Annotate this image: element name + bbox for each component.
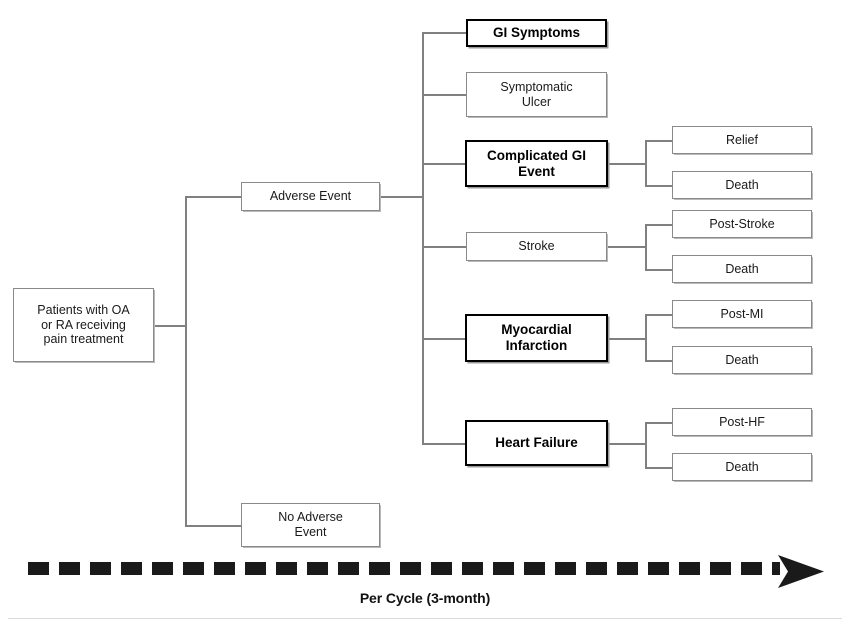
node-label: Death	[725, 261, 759, 276]
node-label: Death	[725, 352, 759, 367]
timeline-arrow	[28, 555, 824, 588]
node-adverse-event[interactable]: Adverse Event	[241, 182, 380, 211]
connector-hf-stub	[607, 443, 647, 445]
connector-cgi-to-death	[645, 185, 673, 187]
node-label: Adverse Event	[269, 189, 352, 204]
connector-to-myocardial-infarction	[422, 338, 466, 340]
connector-mi-to-death	[645, 360, 673, 362]
connector-hf-trunk	[645, 422, 647, 468]
node-hf-death[interactable]: Death	[672, 453, 812, 481]
connector-hf-to-post-hf	[645, 422, 673, 424]
connector-mi-trunk	[645, 314, 647, 362]
node-label: Heart Failure	[495, 435, 578, 451]
node-myocardial-infarction[interactable]: Myocardial Infarction	[465, 314, 608, 362]
node-relief[interactable]: Relief	[672, 126, 812, 154]
footer-divider	[8, 618, 842, 619]
node-stroke-death[interactable]: Death	[672, 255, 812, 283]
connector-to-stroke	[422, 246, 467, 248]
node-label: Death	[725, 459, 759, 474]
connector-adverse-event-stub	[379, 196, 424, 198]
connector-stroke-stub	[607, 246, 647, 248]
connector-root-stub	[154, 325, 187, 327]
node-post-stroke[interactable]: Post-Stroke	[672, 210, 812, 238]
node-label: Patients with OA or RA receiving pain tr…	[37, 302, 130, 347]
connector-stroke-to-post-stroke	[645, 224, 673, 226]
connector-hf-to-death	[645, 467, 673, 469]
connector-to-heart-failure	[422, 443, 466, 445]
connector-mi-to-post-mi	[645, 314, 673, 316]
node-symptomatic-ulcer[interactable]: Symptomatic Ulcer	[466, 72, 607, 117]
node-patients-root[interactable]: Patients with OA or RA receiving pain tr…	[13, 288, 154, 362]
node-post-mi[interactable]: Post-MI	[672, 300, 812, 328]
node-label: Death	[725, 177, 759, 192]
connector-to-gi-symptoms	[422, 32, 467, 34]
timeline-caption: Per Cycle (3-month)	[359, 590, 491, 606]
connector-to-adverse-event	[185, 196, 242, 198]
node-no-adverse-event[interactable]: No Adverse Event	[241, 503, 380, 547]
connector-to-complicated-gi-event	[422, 163, 466, 165]
node-label: Myocardial Infarction	[501, 322, 572, 353]
connector-cgi-stub	[607, 163, 647, 165]
connector-stroke-trunk	[645, 224, 647, 270]
connector-to-symptomatic-ulcer	[422, 94, 467, 96]
node-label: No Adverse Event	[278, 510, 343, 539]
node-label: Symptomatic Ulcer	[500, 79, 573, 109]
node-stroke[interactable]: Stroke	[466, 232, 607, 261]
connector-mi-stub	[607, 338, 647, 340]
timeline-dashes	[28, 562, 780, 575]
node-label: Post-MI	[720, 306, 764, 321]
connector-cgi-to-relief	[645, 140, 673, 142]
connector-cgi-trunk	[645, 140, 647, 186]
node-post-hf[interactable]: Post-HF	[672, 408, 812, 436]
connector-to-no-adverse-event	[185, 525, 242, 527]
node-mi-death[interactable]: Death	[672, 346, 812, 374]
node-complicated-gi-event[interactable]: Complicated GI Event	[465, 140, 608, 187]
node-heart-failure[interactable]: Heart Failure	[465, 420, 608, 466]
connector-level1-trunk	[185, 197, 187, 527]
node-label: GI Symptoms	[492, 25, 581, 41]
node-label: Relief	[726, 132, 758, 147]
node-cgi-death[interactable]: Death	[672, 171, 812, 199]
node-label: Post-HF	[719, 414, 765, 429]
node-label: Stroke	[518, 239, 555, 254]
connector-level2-trunk	[422, 32, 424, 445]
connector-stroke-to-death	[645, 269, 673, 271]
node-gi-symptoms[interactable]: GI Symptoms	[466, 19, 607, 47]
node-label: Complicated GI Event	[486, 147, 586, 179]
node-label: Post-Stroke	[709, 216, 775, 231]
